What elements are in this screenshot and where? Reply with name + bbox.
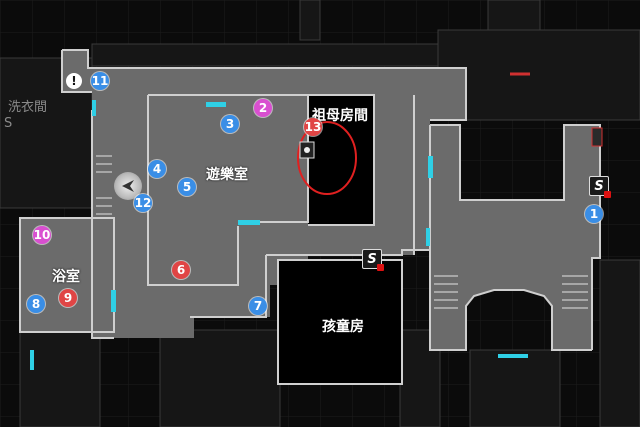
grandma-room-floor: [308, 95, 374, 225]
marker-number: 11: [91, 74, 109, 88]
map-marker[interactable]: 6: [172, 261, 190, 279]
marker-number: 3: [225, 117, 235, 131]
marker-number: 6: [176, 263, 186, 277]
map-marker[interactable]: 4: [148, 160, 166, 178]
room-label-kids-room: 孩童房: [322, 319, 364, 335]
kids-room-floor: [277, 259, 403, 385]
marker-number: 12: [134, 196, 152, 210]
door: [498, 354, 528, 358]
map-marker[interactable]: 9: [59, 289, 77, 307]
marker-number: 8: [31, 297, 41, 311]
map-marker[interactable]: 12: [134, 194, 152, 212]
save-point-icon[interactable]: S: [589, 176, 611, 198]
map-marker[interactable]: 5: [178, 178, 196, 196]
map-marker[interactable]: 11: [91, 72, 109, 90]
doors: [30, 100, 528, 370]
stairs: [96, 155, 588, 309]
room-label-laundry: 洗衣間: [8, 100, 48, 115]
marker-number: 13: [304, 120, 322, 134]
room-label-playroom: 遊樂室: [206, 167, 248, 183]
marker-number: 10: [33, 228, 51, 242]
door: [92, 100, 96, 116]
marker-number: 9: [63, 291, 73, 305]
door: [30, 350, 34, 370]
map-marker[interactable]: 13: [304, 118, 322, 136]
map-marker[interactable]: 7: [249, 297, 267, 315]
walls: [19, 49, 601, 351]
map-marker[interactable]: 2: [254, 99, 272, 117]
save-point-icon[interactable]: S: [362, 249, 384, 271]
marker-number: 7: [253, 299, 263, 313]
map-marker[interactable]: 8: [27, 295, 45, 313]
door: [238, 220, 260, 225]
door: [426, 228, 430, 246]
door: [428, 156, 433, 178]
map-marker[interactable]: 10: [33, 226, 51, 244]
room-label-grandma: 祖母房間: [312, 108, 368, 124]
map-marker[interactable]: 3: [221, 115, 239, 133]
highlight-circle: [297, 121, 357, 195]
marker-number: 5: [182, 180, 192, 194]
door: [206, 102, 226, 107]
info-icon[interactable]: !: [66, 73, 82, 89]
map-marker[interactable]: 1: [585, 205, 603, 223]
room-label-bathroom: 浴室: [52, 269, 80, 285]
room-label-laundry-sub: S: [4, 116, 13, 131]
item-icons: [299, 72, 603, 159]
marker-number: 1: [589, 207, 599, 221]
marker-number: 2: [258, 101, 268, 115]
marker-number: 4: [152, 162, 162, 176]
door: [111, 290, 116, 312]
